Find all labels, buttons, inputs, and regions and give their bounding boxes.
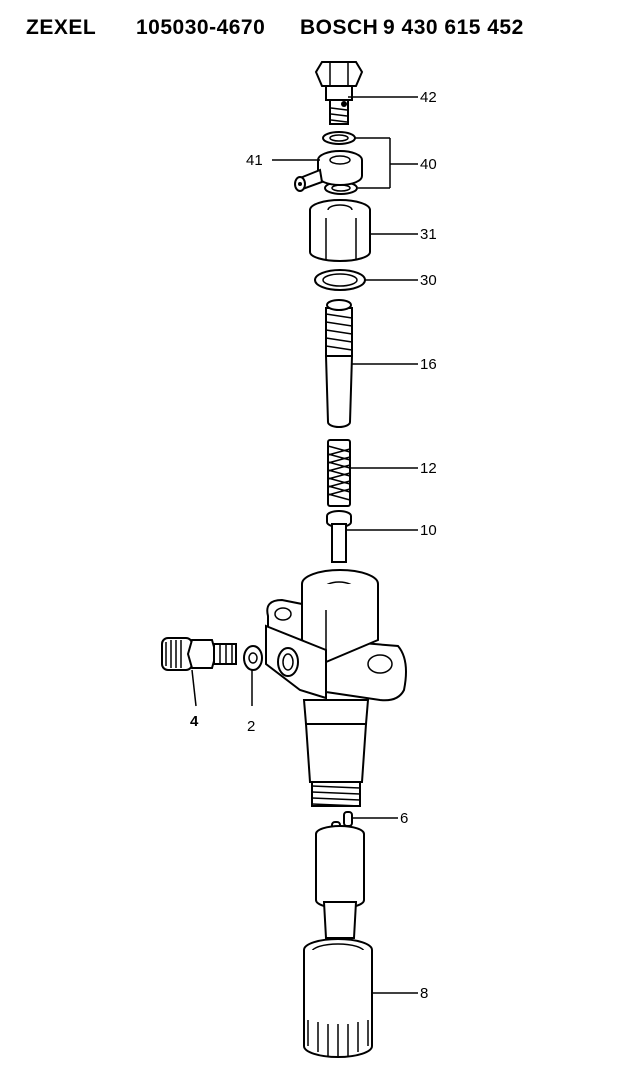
nozzle-holder-body (265, 569, 407, 807)
callout-16: 16 (420, 356, 437, 373)
bosch-part-number: 9 430 615 452 (383, 16, 524, 39)
callout-41: 41 (246, 152, 263, 169)
zexel-part-number: 105030-4670 (136, 16, 266, 39)
part-8-retaining-nut (303, 938, 373, 1058)
callout-4: 4 (190, 713, 199, 730)
part-31-nut (309, 199, 371, 262)
callout-8: 8 (420, 985, 428, 1002)
callout-10: 10 (420, 522, 437, 539)
leader-lines (191, 96, 418, 994)
part-42-banjo-bolt (314, 61, 364, 125)
part-10-pressure-pin (326, 510, 352, 563)
part-16-edge-filter (324, 299, 354, 428)
nozzle (315, 825, 365, 939)
part-12-spring (327, 439, 351, 507)
part-4-connector (161, 637, 237, 671)
brand-bosch: BOSCH (300, 16, 379, 39)
callout-2: 2 (247, 718, 255, 735)
part-41-banjo-fitting (294, 150, 363, 192)
part-30-gasket (314, 269, 366, 291)
callout-30: 30 (420, 272, 437, 289)
callout-31: 31 (420, 226, 437, 243)
title-header: ZEXEL 105030-4670 BOSCH 9 430 615 452 (0, 0, 624, 60)
callout-labels: 42 41 40 31 30 16 12 10 4 2 6 8 (190, 89, 437, 1002)
brand-zexel: ZEXEL (26, 16, 97, 39)
callout-6: 6 (400, 810, 408, 827)
callout-40: 40 (420, 156, 437, 173)
callout-12: 12 (420, 460, 437, 477)
callout-42: 42 (420, 89, 437, 106)
part-2-washer (243, 645, 263, 671)
